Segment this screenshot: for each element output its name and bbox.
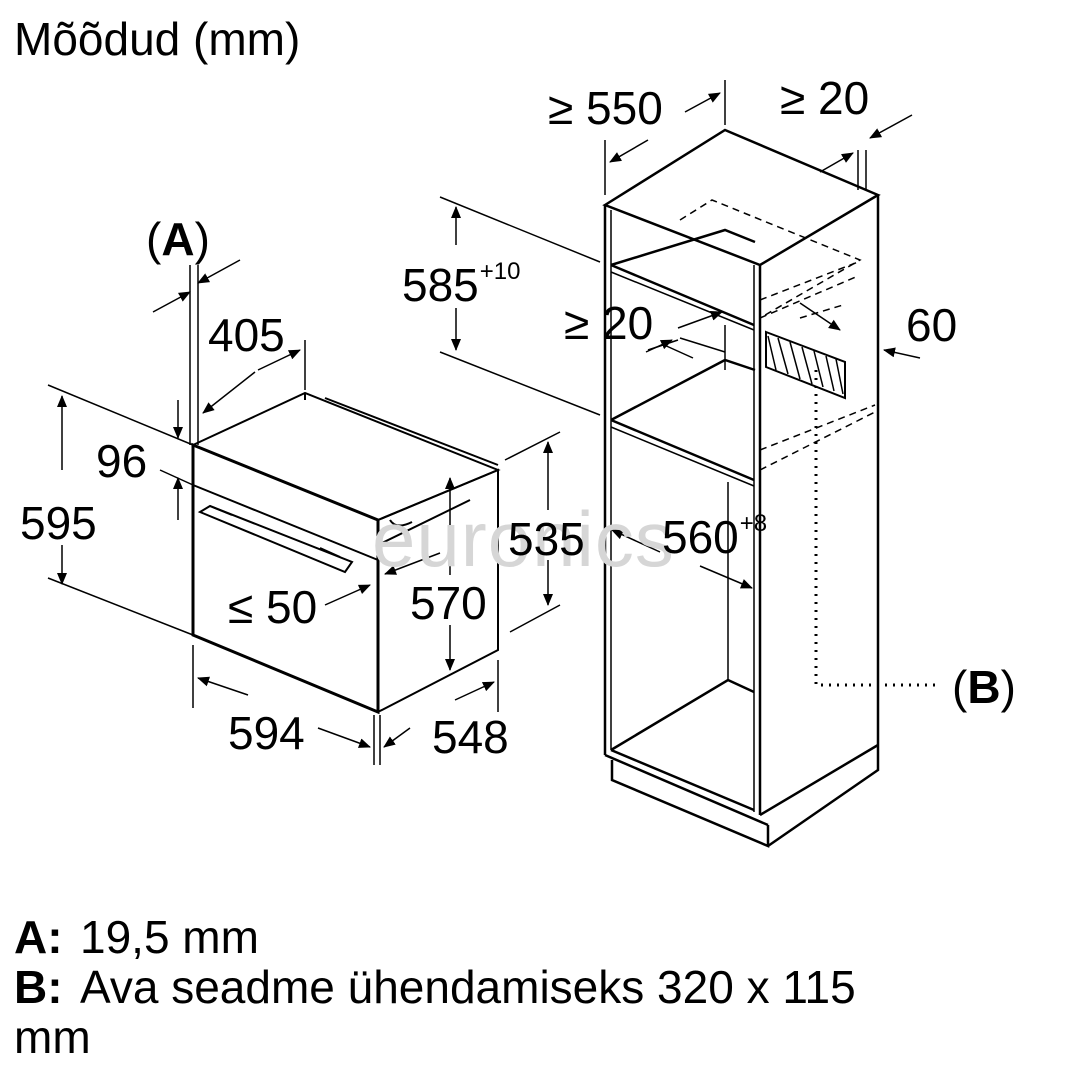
dim-560-value: 560: [662, 511, 739, 563]
oven-body: [191, 391, 501, 715]
diagram-title: Mõõdud (mm): [14, 13, 301, 65]
dim-96: 96: [96, 435, 148, 487]
dim-60: 60: [906, 299, 958, 351]
legend-row-b: B: Ava seadme ühendamiseks 320 x 115: [14, 964, 856, 1010]
dim-le50: ≤ 50: [228, 581, 318, 633]
dim-570: 570: [410, 577, 487, 629]
dim-594: 594: [228, 707, 305, 759]
legend-row-a: A: 19,5 mm: [14, 914, 259, 960]
legend-key-a: A:: [14, 911, 63, 963]
cabinet-body: [602, 128, 881, 848]
dim-ge550: ≥ 550: [548, 82, 663, 134]
dim-560-tolerance: +8: [739, 510, 768, 537]
leader-b: [814, 370, 940, 687]
legend-text-a: 19,5 mm: [80, 911, 259, 963]
cabinet-dimension-lines: [439, 80, 921, 589]
dim-535: 535: [508, 513, 585, 565]
legend-text-b: Ava seadme ühendamiseks 320 x 115: [80, 961, 856, 1013]
legend-row-b-continued: mm: [14, 1011, 91, 1063]
dim-548: 548: [432, 711, 509, 763]
legend-key-b: B:: [14, 961, 63, 1013]
dim-ge20-mid: ≥ 20: [564, 297, 654, 349]
label-b-letter: B: [967, 661, 1001, 713]
dim-595: 595: [20, 497, 97, 549]
dim-585-value: 585: [402, 259, 479, 311]
label-a: (A): [146, 213, 210, 265]
label-b: (B): [952, 661, 1016, 713]
dim-585: 585+10: [402, 259, 520, 311]
dim-585-tolerance: +10: [479, 258, 521, 285]
ventilation-opening: [765, 330, 846, 400]
dimension-drawing: [47, 80, 940, 848]
label-a-letter: A: [161, 213, 195, 265]
dim-560: 560+8: [662, 511, 767, 563]
dim-ge20-top: ≥ 20: [780, 72, 870, 124]
cabinet-hidden-lines: [679, 199, 876, 471]
dim-405: 405: [208, 309, 285, 361]
euronics-watermark: euronics: [372, 495, 675, 583]
oven-dimension-lines: [47, 259, 561, 765]
